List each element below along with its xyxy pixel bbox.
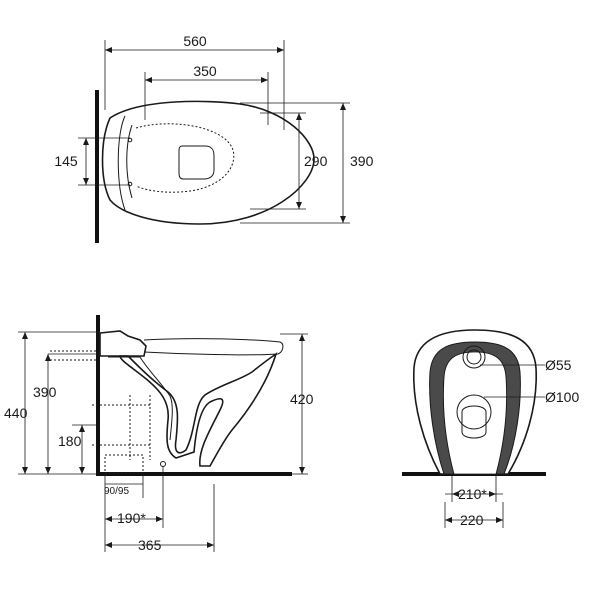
side-view-inlet-pipe	[50, 350, 100, 361]
dim-dia-100: Ø100	[545, 389, 579, 405]
side-view-waste-pipe	[92, 395, 151, 460]
dim-440: 440	[4, 405, 28, 421]
side-view-rim	[143, 338, 284, 356]
dim-365: 365	[138, 537, 162, 553]
top-view-back-edge	[117, 115, 126, 211]
side-view-inner-passage	[108, 356, 173, 441]
dim-350: 350	[193, 63, 217, 79]
top-view-inner-bowl	[135, 123, 235, 193]
dim-190: 190*	[117, 510, 146, 526]
dim-290: 290	[304, 153, 328, 169]
back-view: Ø55 Ø100 210* 220	[402, 329, 579, 528]
side-view-fixing-bolt	[160, 461, 166, 467]
dim-210: 210*	[458, 486, 487, 502]
dim-390-side: 390	[33, 384, 57, 400]
dim-220: 220	[460, 512, 484, 528]
top-view-fixing-hole-bottom	[127, 181, 133, 187]
side-view-bowl-trap	[119, 352, 278, 467]
top-view: 560 350 145 290 390	[54, 33, 374, 243]
dim-dia-55: Ø55	[545, 357, 572, 373]
top-view-bowl-outline	[101, 100, 315, 225]
back-view-inlet-inner	[466, 349, 482, 365]
dim-180: 180	[58, 433, 82, 449]
side-view: 440 390 180 420 90/95 190*	[4, 315, 314, 553]
dim-90-95: 90/95	[104, 486, 129, 497]
top-view-back-inner	[126, 124, 133, 199]
dim-420: 420	[290, 391, 314, 407]
side-view-connector	[104, 454, 144, 474]
back-view-outlet-outer	[456, 394, 492, 430]
dim-560: 560	[183, 33, 207, 49]
back-view-outlet-inner	[461, 405, 487, 439]
top-view-drain-opening	[178, 145, 215, 180]
dim-145: 145	[54, 153, 78, 169]
back-view-panel	[443, 351, 507, 475]
side-view-flange	[99, 330, 147, 357]
dim-390-top: 390	[350, 153, 374, 169]
back-view-inlet-outer	[462, 345, 486, 369]
